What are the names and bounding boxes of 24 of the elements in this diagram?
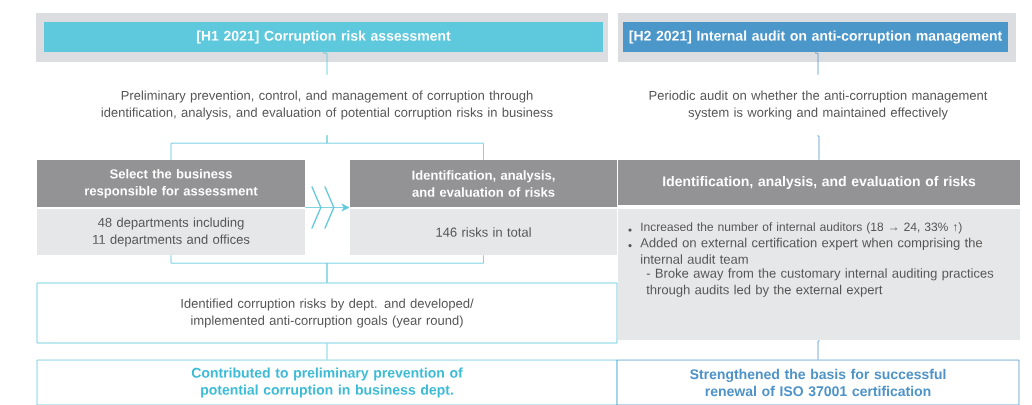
process-box: Identified corruption risks by dept. and developed/ implemented anti-corruption goals (year round) <box>36 282 618 344</box>
result-box: Strengthened the basis for successful renewal of ISO 37001 certification <box>616 359 1020 405</box>
title-bar: [H2 2021] Internal audit on anti-corruption management <box>623 22 1008 52</box>
connector-line <box>326 134 484 161</box>
list-item: Added on external certification expert when comprising the internal audit team <box>640 237 983 264</box>
description-text: Preliminary prevention, control, and management of corruption through identification, analysis, and evaluation of potential corruption risks in business <box>101 90 553 120</box>
list-item: Increased the number of internal auditors (18 → 24, 33% ↑) <box>641 222 962 234</box>
process-box: Select the business responsible for assessment 48 departments including 11 departments and offices <box>37 160 305 255</box>
description-text: Periodic audit on whether the anti-corruption management system is working and maintained effectively <box>649 90 988 120</box>
connector-line <box>817 134 820 161</box>
connector-line <box>815 51 819 76</box>
connector-line <box>326 254 484 283</box>
result-box: Contributed to preliminary prevention of potential corruption in business dept. <box>36 359 618 405</box>
node-label: 146 risks in total <box>436 227 531 237</box>
chevron-arrow <box>304 185 350 230</box>
list-item: - Broke away from the customary internal auditing practices through audits led by the external expert <box>646 268 994 297</box>
node-label: Identification, analysis, and evaluation of risks <box>663 175 976 190</box>
connector-line <box>326 343 328 360</box>
node-label: 48 departments including 11 departments and offices <box>93 217 250 247</box>
node-label: Identification, analysis, and evaluation of risks <box>412 170 555 197</box>
connector-line <box>323 51 328 76</box>
process-box: Identification, analysis, and evaluation of risks 146 risks in total <box>350 160 617 255</box>
title-bar: [H1 2021] Corruption risk assessment <box>44 22 603 52</box>
connector-line <box>817 339 820 360</box>
